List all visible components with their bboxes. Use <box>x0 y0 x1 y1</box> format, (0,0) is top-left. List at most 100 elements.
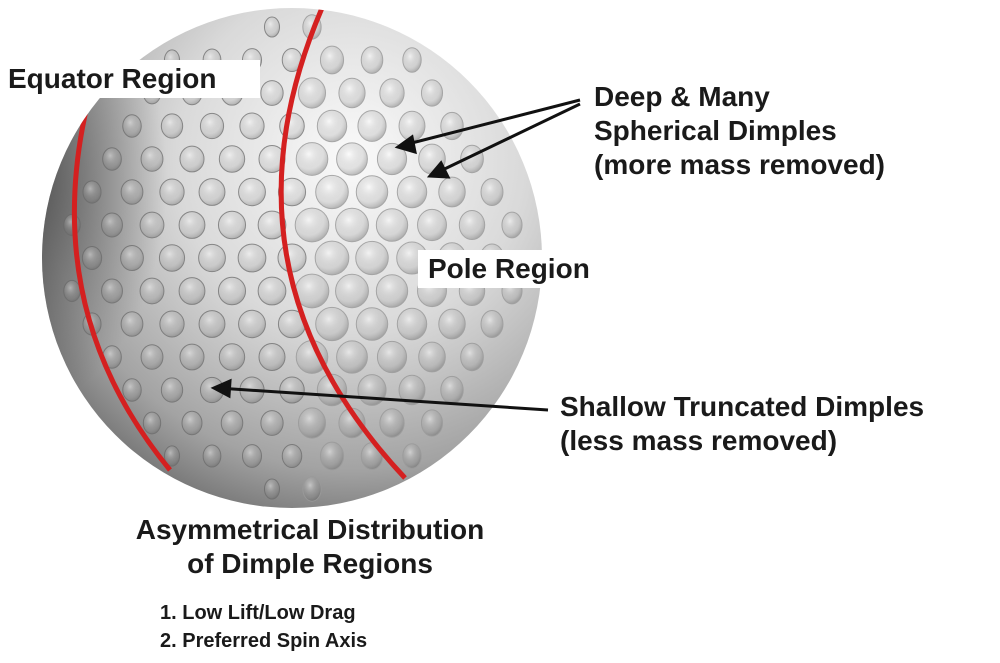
shallow-dimple <box>160 377 184 403</box>
deep-dimple <box>336 142 368 176</box>
title-line-2: of Dimple Regions <box>187 548 433 580</box>
deep-dimple <box>357 374 387 406</box>
deep-dimple <box>314 240 350 276</box>
deep-dimple <box>402 443 422 469</box>
shallow-dimple <box>163 445 181 467</box>
deep-dimple <box>338 77 366 109</box>
shallow-dimple <box>178 211 206 239</box>
shallow-dimple <box>140 146 164 172</box>
shallow-dimple <box>160 113 184 139</box>
shallow-dimple <box>139 211 165 239</box>
deep-dimple <box>360 46 384 74</box>
shallow-dimple <box>179 145 205 173</box>
shallow-dimple <box>158 244 186 272</box>
deep-dimple <box>355 240 389 276</box>
deep-pointer-2-head <box>426 160 451 179</box>
deep-dimple <box>335 207 369 243</box>
shallow-dimple <box>139 277 165 305</box>
deep-dimple <box>295 142 329 176</box>
shallow-dimple <box>102 147 122 171</box>
shallow-dimple <box>263 16 281 38</box>
deep-dimple <box>420 79 444 107</box>
shallow-dimple <box>217 210 247 240</box>
deep-pointer-2 <box>431 102 581 177</box>
shallow-pointer <box>217 386 549 412</box>
shallow-pointer-head <box>210 378 232 399</box>
shallow-dimple <box>257 210 287 240</box>
shallow-dimple <box>122 378 142 402</box>
shallow-dimple <box>198 310 226 338</box>
equator-boundary-line-left <box>71 74 172 472</box>
diagram-title: Asymmetrical Distribution of Dimple Regi… <box>100 513 520 581</box>
deep-dimple <box>501 211 523 239</box>
shallow-dimple <box>218 145 246 173</box>
dimple-field <box>63 14 523 502</box>
deep-dimple <box>396 175 428 209</box>
shallow-dimple <box>220 410 244 436</box>
deep-dimple <box>357 110 387 142</box>
title-line-1: Asymmetrical Distribution <box>135 514 485 545</box>
deep-dimple <box>480 310 504 338</box>
deep-dimple <box>480 178 504 206</box>
deep-dimple <box>315 174 349 210</box>
shallow-dimple <box>120 179 144 205</box>
deep-dimple <box>297 77 327 109</box>
shallow-dimple <box>199 112 225 140</box>
deep-dimple <box>438 308 466 340</box>
deep-dimple <box>375 274 409 308</box>
shallow-dimple <box>202 444 222 468</box>
shallow-dimple <box>260 410 284 436</box>
deep-pointer-1-head <box>394 134 417 155</box>
deep-dimple <box>379 408 405 438</box>
deep-dimple <box>297 407 327 439</box>
deep-dimple <box>458 209 486 241</box>
deep-dimple <box>379 78 405 108</box>
deep-dimple <box>376 142 408 176</box>
shallow-dimple <box>277 243 307 273</box>
shallow-dimple <box>82 180 102 204</box>
deep-pointer-1 <box>399 98 581 148</box>
deep-dimple <box>438 176 466 208</box>
shallow-label-line-1: Shallow Truncated Dimples <box>560 391 925 422</box>
shallow-dimples-label: Shallow Truncated Dimples (less mass rem… <box>560 390 924 458</box>
deep-dimple <box>355 175 389 209</box>
shallow-dimple <box>279 376 305 404</box>
deep-dimple <box>420 409 444 437</box>
shallow-dimple <box>122 114 142 138</box>
deep-dimple <box>396 307 428 341</box>
deep-dimple <box>316 109 348 143</box>
pole-region-label: Pole Region <box>418 250 600 289</box>
benefit-list: 1. Low Lift/Low Drag 2. Preferred Spin A… <box>160 600 367 655</box>
deep-label-line-3: (more mass removed) <box>594 149 886 181</box>
deep-dimple <box>460 342 484 372</box>
deep-dimple <box>316 373 348 407</box>
shallow-dimple <box>277 177 307 207</box>
list-item: 2. Preferred Spin Axis <box>160 629 368 652</box>
deep-dimple <box>440 375 464 405</box>
deep-dimple <box>302 476 322 502</box>
deep-dimple <box>336 340 368 374</box>
shallow-dimple <box>198 243 226 273</box>
deep-dimple <box>375 208 409 242</box>
deep-dimple <box>294 207 330 243</box>
deep-dimple <box>417 208 447 242</box>
deep-dimple <box>376 340 408 374</box>
shallow-label-line-2: (less mass removed) <box>560 425 838 457</box>
list-item: 1. Low Lift/Low Drag <box>160 602 356 624</box>
shallow-dimple <box>260 80 284 106</box>
shallow-dimple <box>159 310 185 338</box>
shallow-dimple <box>81 246 103 270</box>
shallow-dimple <box>218 343 246 371</box>
deep-dimple <box>398 374 426 406</box>
shallow-dimple <box>217 276 247 306</box>
equator-region-label: Equator Region <box>2 60 260 99</box>
deep-label-line-2: Spherical Dimples <box>594 115 837 147</box>
deep-dimple <box>315 306 349 342</box>
deep-dimple <box>319 45 345 75</box>
shallow-dimple <box>263 478 281 500</box>
shallow-dimple <box>159 178 185 206</box>
shallow-dimple <box>142 411 162 435</box>
shallow-dimple <box>101 278 123 304</box>
